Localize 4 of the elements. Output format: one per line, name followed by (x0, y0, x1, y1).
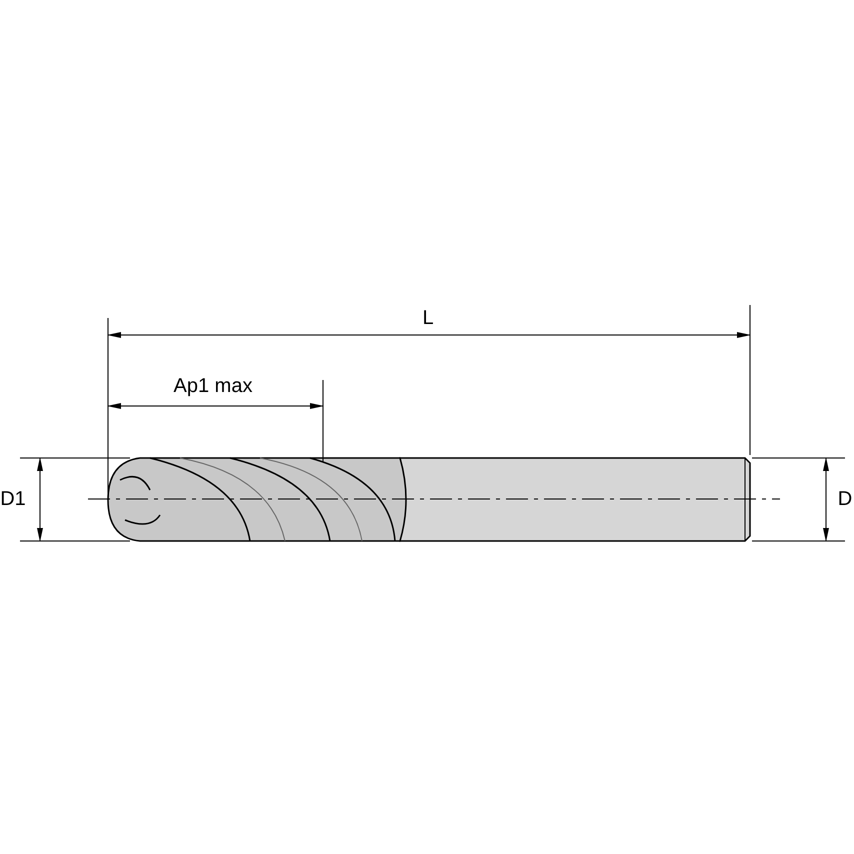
dimension-label: Ap1 max (174, 375, 252, 397)
dimension-label: L (422, 307, 434, 329)
dimension-label: D1 (0, 488, 26, 510)
dimension-label: D (838, 488, 852, 510)
